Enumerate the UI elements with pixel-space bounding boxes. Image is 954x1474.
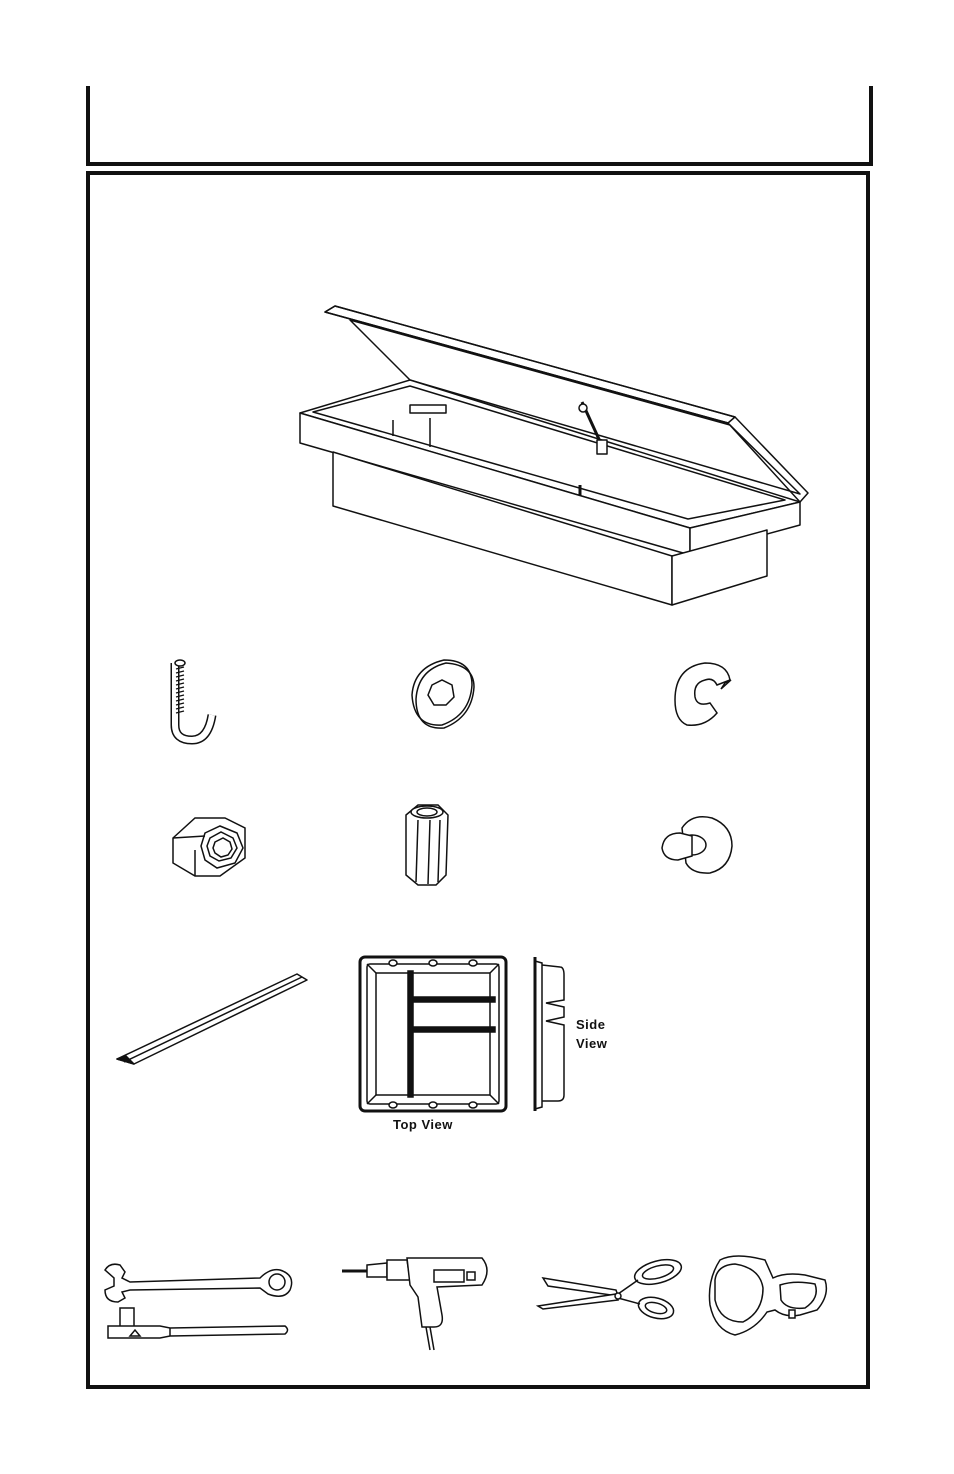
top-view-label: Top View xyxy=(393,1117,453,1132)
side-view-label-line2: View xyxy=(576,1036,607,1051)
rubber-bumper-icon xyxy=(652,808,742,888)
safety-goggles-icon xyxy=(705,1250,835,1340)
hex-nut-icon xyxy=(165,808,255,888)
wrench-icon xyxy=(100,1260,300,1350)
foam-strip-icon xyxy=(112,972,312,1072)
drill-icon xyxy=(342,1255,492,1355)
j-bolt-icon xyxy=(160,655,230,745)
flat-washer-icon xyxy=(402,655,482,735)
side-view-label-line1: Side xyxy=(576,1017,605,1032)
lock-washer-icon xyxy=(665,655,745,735)
scissors-icon xyxy=(538,1256,688,1336)
tray-side-view-icon xyxy=(532,955,572,1115)
rivet-nut-icon xyxy=(398,800,458,890)
tray-top-view-icon xyxy=(358,955,508,1115)
